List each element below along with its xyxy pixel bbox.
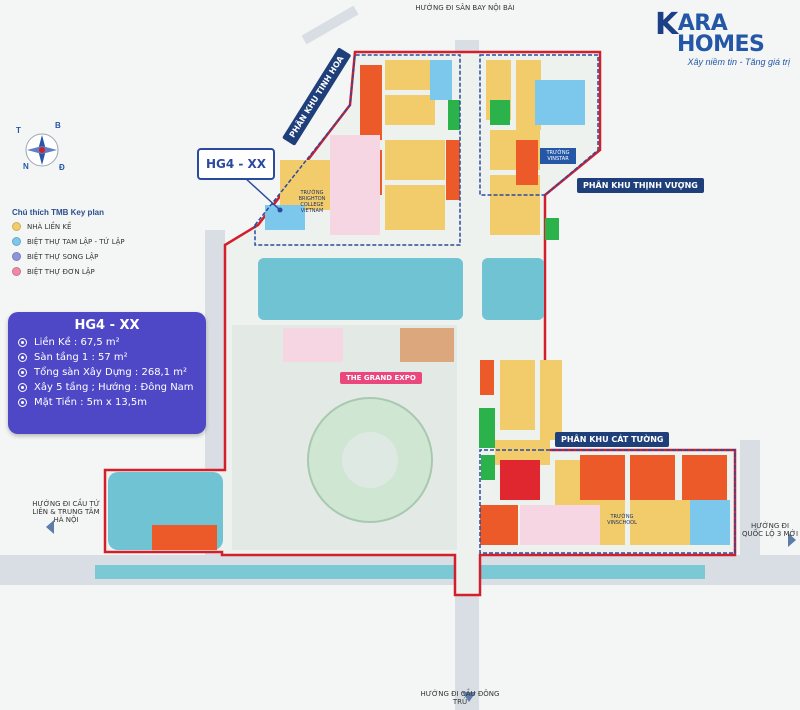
pink-block-expo	[283, 328, 343, 362]
compass-south-label: N	[23, 162, 29, 171]
legend-dot-icon	[12, 252, 21, 261]
legend: Chú thích TMB Key plan NHÀ LIỀN KỀ BIỆT …	[12, 208, 162, 282]
info-row-text: Tổng sàn Xây Dựng : 268,1 m²	[34, 367, 188, 378]
legend-dot-icon	[12, 237, 21, 246]
compass-east-label: Đ	[59, 163, 65, 172]
info-row-floors-direction: Xây 5 tầng ; Hướng : Đông Nam	[18, 382, 206, 393]
canal	[95, 565, 705, 579]
plot-pointer-line	[243, 176, 281, 211]
compass-icon	[25, 133, 59, 167]
legend-dot-icon	[12, 267, 21, 276]
arrow-south-icon	[462, 692, 476, 702]
bullet-icon	[18, 338, 27, 347]
brand-letter-k: K	[655, 7, 678, 42]
legend-item-lien-ke: NHÀ LIỀN KỀ	[12, 222, 162, 231]
bullet-icon	[18, 383, 27, 392]
legend-item-tam-lap: BIỆT THỰ TAM LẬP - TỨ LẬP	[12, 237, 162, 246]
villa-blocks	[265, 60, 730, 545]
legend-label: NHÀ LIỀN KỀ	[27, 222, 72, 231]
bullet-icon	[18, 353, 27, 362]
green-blocks	[448, 100, 559, 480]
compass-west-label: T	[16, 126, 21, 135]
direction-north: HƯỚNG ĐI SÂN BAY NỘI BÀI	[415, 4, 515, 12]
school-brighton: TRƯỜNG BRIGHTON COLLEGE VIETNAM	[298, 190, 326, 214]
brand-name-line2: HOMES	[677, 32, 765, 57]
bullet-icon	[18, 368, 27, 377]
lake-east	[482, 258, 544, 320]
info-row-total-floor: Tổng sàn Xây Dựng : 268,1 m²	[18, 367, 206, 378]
legend-label: BIỆT THỰ ĐƠN LẬP	[27, 267, 95, 276]
brand-logo: KARA HOMES Xây niềm tin - Tăng giá trị	[655, 10, 790, 68]
zone-outline-cat-tuong	[479, 449, 736, 554]
compass-north-label: B	[55, 121, 61, 130]
plot-tag-hg4[interactable]: HG4 - XX	[197, 148, 275, 180]
legend-item-don-lap: BIỆT THỰ ĐƠN LẬP	[12, 267, 162, 276]
arrow-west-icon	[46, 520, 54, 534]
zone-label-grand-expo: THE GRAND EXPO	[340, 372, 422, 384]
expo-dome-core	[342, 432, 398, 488]
brand-name: KARA HOMES	[655, 10, 790, 57]
school-vinschool: TRƯỜNG VINSCHOOL	[607, 514, 637, 526]
commercial-blocks	[152, 65, 727, 550]
info-row-text: Liền Kề : 67,5 m²	[34, 337, 120, 348]
info-card-title: HG4 - XX	[74, 318, 140, 333]
zone-label-thinh-vuong: PHÂN KHU THỊNH VƯỢNG	[577, 178, 704, 193]
legend-label: BIỆT THỰ TAM LẬP - TỨ LẬP	[27, 237, 125, 246]
legend-item-song-lap: BIỆT THỰ SONG LẬP	[12, 252, 162, 261]
red-block	[500, 460, 540, 500]
brand-name-rest: ARA	[677, 11, 728, 36]
info-row-text: Mặt Tiền : 5m x 13,5m	[34, 397, 148, 408]
bullet-icon	[18, 398, 27, 407]
info-row-area: Liền Kề : 67,5 m²	[18, 337, 206, 348]
school-vinstar: TRƯỜNG VINSTAR	[540, 148, 576, 164]
info-row-text: Sàn tầng 1 : 57 m²	[34, 352, 128, 363]
direction-south: HƯỚNG ĐI CẦU ĐÔNG TRÙ	[420, 690, 500, 706]
zone-outline-tinh-hoa	[254, 54, 461, 246]
legend-label: BIỆT THỰ SONG LẬP	[27, 252, 99, 261]
legend-title: Chú thích TMB Key plan	[12, 208, 104, 217]
direction-east: HƯỚNG ĐI QUỐC LỘ 3 MỚI	[741, 522, 799, 538]
arrow-east-icon	[788, 533, 796, 547]
info-row-text: Xây 5 tầng ; Hướng : Đông Nam	[34, 382, 194, 393]
plot-pointer-dot	[277, 207, 283, 213]
info-row-ground-floor: Sàn tầng 1 : 57 m²	[18, 352, 206, 363]
legend-dot-icon	[12, 222, 21, 231]
brand-tagline: Xây niềm tin - Tăng giá trị	[687, 57, 790, 67]
zone-outline-thinh-vuong	[479, 54, 599, 196]
pink-block-north	[330, 135, 380, 235]
info-row-frontage: Mặt Tiền : 5m x 13,5m	[18, 397, 206, 408]
pink-block-south	[520, 505, 600, 545]
brown-block-expo	[400, 328, 454, 362]
zone-label-cat-tuong: PHÂN KHU CÁT TƯỜNG	[555, 432, 670, 447]
direction-west: HƯỚNG ĐI CẦU TỨ LIÊN & TRUNG TÂM HÀ NỘI	[32, 500, 100, 524]
lake-central	[258, 258, 463, 320]
plot-info-card: HG4 - XX Liền Kề : 67,5 m² Sàn tầng 1 : …	[8, 312, 206, 434]
